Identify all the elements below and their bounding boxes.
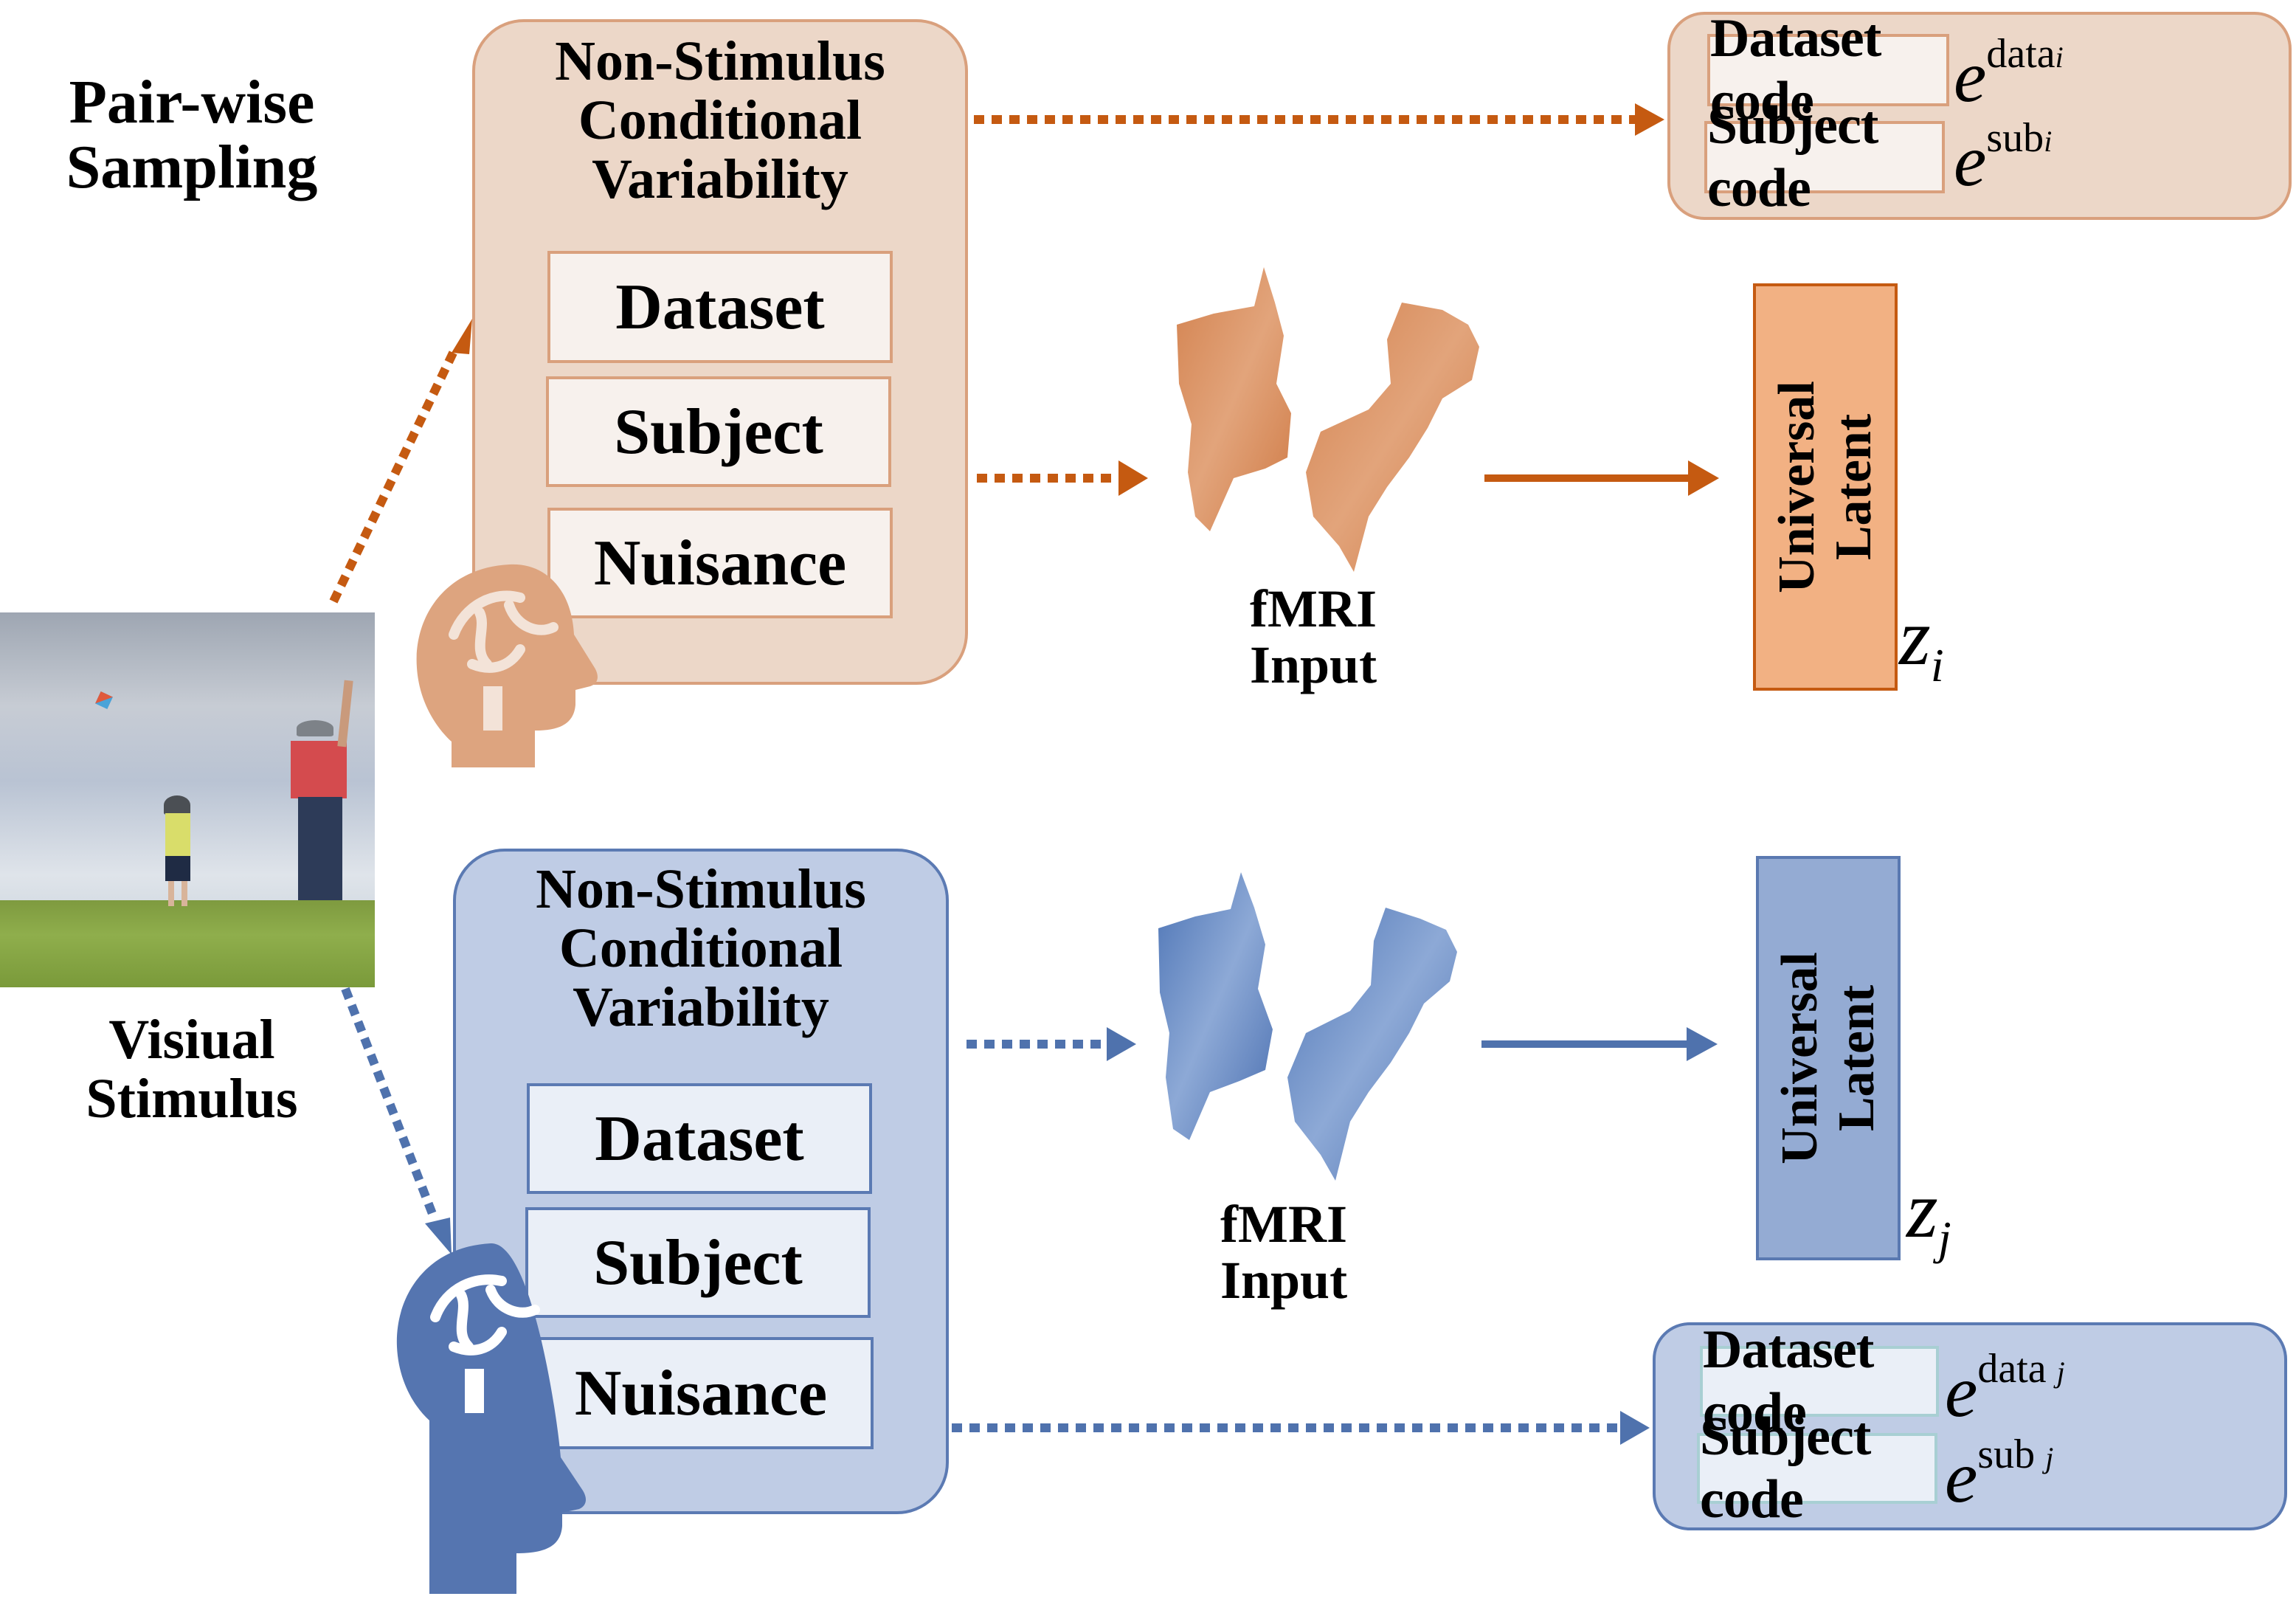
fmri-label-line-1: fMRI bbox=[1220, 1195, 1347, 1254]
fmri-label-line-2: Input bbox=[1249, 635, 1377, 694]
code-superscript: sub bbox=[1977, 1431, 2036, 1477]
arrowhead-panel-to-fmri-i bbox=[1118, 460, 1148, 496]
panel-title-line: Non-Stimulus bbox=[555, 30, 885, 92]
code-symbol: e bbox=[1945, 1350, 1978, 1432]
panel-item-dataset-j: Dataset bbox=[527, 1083, 872, 1194]
latent-symbol-zi: zi bbox=[1899, 596, 1944, 689]
latent-label-line-2: Latent bbox=[1825, 413, 1882, 561]
panel-title-i: Non-Stimulus Conditional Variability bbox=[475, 32, 965, 209]
code-index: i bbox=[2055, 40, 2064, 74]
fmri-label-line-1: fMRI bbox=[1250, 579, 1377, 638]
panel-title-j: Non-Stimulus Conditional Variability bbox=[456, 860, 946, 1037]
universal-latent-label-j: Universal Latent bbox=[1771, 952, 1885, 1164]
dataset-code-box-i: Dataset code bbox=[1707, 8, 1949, 131]
subject-code-box-i: Subject code bbox=[1704, 95, 1945, 218]
arrowhead-stimulus-to-panel-j bbox=[425, 1218, 452, 1254]
dataset-code-box-j: Dataset code bbox=[1700, 1319, 1939, 1443]
code-symbol: e bbox=[1945, 1436, 1978, 1518]
adult-figure bbox=[297, 720, 333, 736]
dataset-code-symbol-j: edata j bbox=[1945, 1348, 2065, 1429]
latent-label-line-2: Latent bbox=[1828, 984, 1885, 1132]
subject-code-symbol-j: esub j bbox=[1945, 1434, 2054, 1514]
panel-item-subject-j: Subject bbox=[525, 1207, 871, 1318]
code-index: j bbox=[2045, 1440, 2054, 1474]
panel-item-nuisance-i: Nuisance bbox=[547, 508, 893, 618]
dataset-code-symbol-i: edatai bbox=[1954, 33, 2064, 114]
code-superscript: data bbox=[1977, 1345, 2047, 1392]
stimulus-label-line-1: Visiual bbox=[108, 1009, 275, 1071]
fmri-input-label-i: fMRI Input bbox=[1225, 581, 1402, 693]
heading-line-2: Sampling bbox=[66, 133, 318, 202]
latent-label-line-1: Universal bbox=[1771, 952, 1828, 1164]
latent-symbol-zj: zj bbox=[1906, 1169, 1951, 1262]
arrow-stimulus-to-panel-i bbox=[329, 345, 460, 604]
visual-stimulus-image bbox=[0, 612, 375, 987]
universal-latent-box-j: Universal Latent bbox=[1756, 856, 1901, 1260]
subject-code-symbol-i: esubi bbox=[1954, 117, 2053, 198]
code-superscript: sub bbox=[1986, 114, 2044, 161]
subject-code-box-j: Subject code bbox=[1697, 1406, 1937, 1530]
fmri-label-line-2: Input bbox=[1220, 1250, 1348, 1310]
code-index: i bbox=[2044, 124, 2053, 158]
pair-wise-sampling-heading: Pair-wise Sampling bbox=[30, 68, 354, 202]
panel-title-line: Conditional bbox=[559, 916, 843, 979]
latent-label-line-1: Universal bbox=[1768, 381, 1825, 593]
arrowhead-panel-to-fmri-j bbox=[1107, 1027, 1136, 1061]
panel-title-line: Non-Stimulus bbox=[536, 858, 866, 920]
child-figure bbox=[164, 795, 190, 815]
arrowhead-fmri-to-latent-j bbox=[1687, 1027, 1718, 1061]
visual-stimulus-label: Visiual Stimulus bbox=[22, 1009, 362, 1130]
panel-title-line: Variability bbox=[573, 976, 829, 1038]
fmri-input-label-j: fMRI Input bbox=[1195, 1195, 1372, 1310]
arrowhead-panel-to-codes-j bbox=[1620, 1411, 1650, 1445]
latent-subscript: j bbox=[1937, 1212, 1951, 1264]
code-symbol: e bbox=[1954, 120, 1987, 201]
stimulus-label-line-2: Stimulus bbox=[86, 1067, 298, 1130]
arrowhead-stimulus-to-panel-i bbox=[452, 319, 472, 354]
panel-item-dataset-i: Dataset bbox=[547, 251, 893, 363]
universal-latent-label-i: Universal Latent bbox=[1768, 381, 1882, 593]
arrowhead-panel-to-codes-i bbox=[1635, 103, 1664, 136]
panel-title-line: Variability bbox=[592, 148, 848, 210]
panel-item-nuisance-j: Nuisance bbox=[528, 1337, 874, 1449]
code-symbol: e bbox=[1954, 35, 1987, 117]
latent-symbol: z bbox=[1899, 592, 1931, 682]
latent-symbol: z bbox=[1906, 1164, 1938, 1254]
arrowhead-fmri-to-latent-i bbox=[1688, 460, 1719, 496]
panel-title-line: Conditional bbox=[578, 89, 862, 151]
code-superscript: data bbox=[1986, 30, 2055, 77]
latent-subscript: i bbox=[1930, 639, 1944, 691]
universal-latent-box-i: Universal Latent bbox=[1753, 283, 1898, 691]
heading-line-1: Pair-wise bbox=[69, 68, 315, 137]
panel-item-subject-i: Subject bbox=[546, 376, 891, 487]
code-index: j bbox=[2056, 1355, 2065, 1389]
